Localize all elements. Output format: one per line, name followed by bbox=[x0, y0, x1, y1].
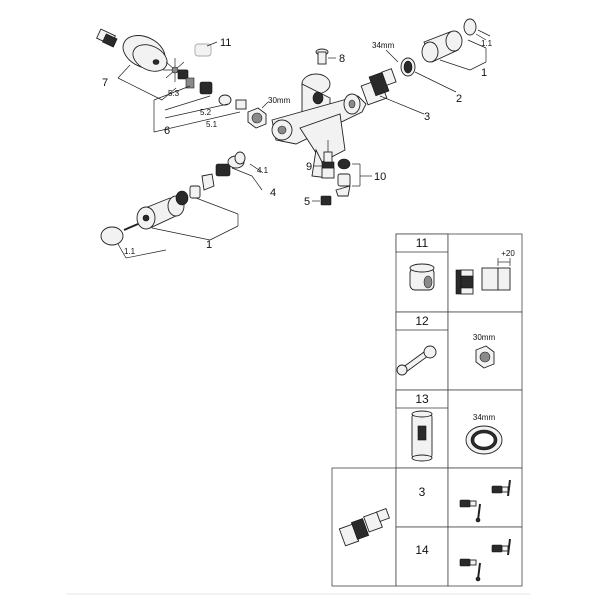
callout-10: 10 bbox=[374, 171, 386, 183]
extension-label: +20 bbox=[501, 249, 515, 258]
wrench-12-part bbox=[396, 345, 437, 376]
callout-2: 2 bbox=[456, 93, 462, 105]
nipple-part bbox=[96, 28, 118, 48]
callout-4: 4 bbox=[270, 187, 276, 199]
callout-7: 7 bbox=[102, 77, 108, 89]
group-handle-left: 7 11 5.3 5.2 5.1 6 30mm bbox=[96, 28, 291, 137]
small-nut-part bbox=[177, 69, 189, 80]
connector-4-part bbox=[215, 151, 246, 177]
cap-1-1-bottom-part bbox=[100, 226, 124, 246]
callout-1-1-top: 1.1 bbox=[481, 39, 493, 48]
table-row13-number: 13 bbox=[415, 392, 429, 406]
callout-11: 11 bbox=[220, 37, 231, 49]
cartridge-tool-13-part bbox=[411, 410, 433, 462]
size-34mm-label: 34mm bbox=[372, 41, 395, 50]
handle-1-top-part bbox=[421, 30, 463, 63]
check-valves-row14-part bbox=[459, 538, 511, 582]
fitting-11-table-part bbox=[409, 263, 435, 291]
table-row3-number: 3 bbox=[419, 485, 426, 499]
callout-8: 8 bbox=[339, 53, 345, 65]
thermo-cartridge-3-part bbox=[360, 68, 397, 106]
table-row12-size: 30mm bbox=[473, 333, 496, 342]
thermostatic-cartridge-table-part bbox=[338, 508, 390, 547]
nut-30mm-part bbox=[247, 107, 267, 129]
table-row11-number: 11 bbox=[416, 236, 429, 250]
group-right-handle: 34mm 2 3 1 1.1 bbox=[360, 18, 493, 123]
callout-5-2: 5.2 bbox=[200, 108, 212, 117]
callout-5-1: 5.1 bbox=[206, 120, 218, 129]
screw-set-5-part bbox=[185, 77, 247, 110]
diverter-knob-8-part: 8 bbox=[315, 48, 345, 65]
callout-3: 3 bbox=[424, 111, 430, 123]
table-row13-size: 34mm bbox=[473, 413, 496, 422]
handle-7-part bbox=[122, 35, 168, 72]
cap-1-1-top-part bbox=[463, 18, 491, 41]
screw-part bbox=[123, 223, 139, 231]
group-spout-parts: 9 10 5 bbox=[304, 140, 386, 208]
callout-5: 5 bbox=[304, 196, 310, 208]
callout-4-1: 4.1 bbox=[257, 166, 269, 175]
callout-1-bottom: 1 bbox=[206, 239, 212, 251]
callout-1-1-bottom: 1.1 bbox=[124, 247, 136, 256]
diverter-cartridge-9-part bbox=[321, 140, 335, 179]
check-valves-row3-part bbox=[459, 479, 511, 523]
table-row14-number: 14 bbox=[415, 543, 429, 557]
callout-1-top: 1 bbox=[481, 67, 487, 79]
fitting-11-part bbox=[194, 43, 212, 57]
spare-parts-table: 11 +20 12 bbox=[331, 233, 523, 587]
fittings-bottom-part bbox=[175, 173, 215, 206]
callout-5-3: 5.3 bbox=[168, 89, 180, 98]
wall-extension-diagram: +20 bbox=[455, 249, 515, 295]
group-left-handle: 1 1.1 bbox=[100, 173, 239, 259]
callout-9: 9 bbox=[306, 161, 312, 173]
callout-6: 6 bbox=[164, 125, 170, 137]
mixer-body-part bbox=[271, 73, 367, 179]
ring-34mm-table-part bbox=[465, 425, 503, 455]
group-connector-4: 4.1 4 bbox=[215, 151, 276, 199]
nut-5-part bbox=[320, 195, 332, 206]
handle-1-bottom-part bbox=[136, 195, 185, 230]
nut-30mm-table-part bbox=[475, 345, 495, 369]
size-30mm-label: 30mm bbox=[268, 96, 291, 105]
aerator-10-part bbox=[335, 158, 351, 197]
ring-2-part bbox=[400, 57, 416, 77]
table-row12-number: 12 bbox=[415, 314, 429, 328]
